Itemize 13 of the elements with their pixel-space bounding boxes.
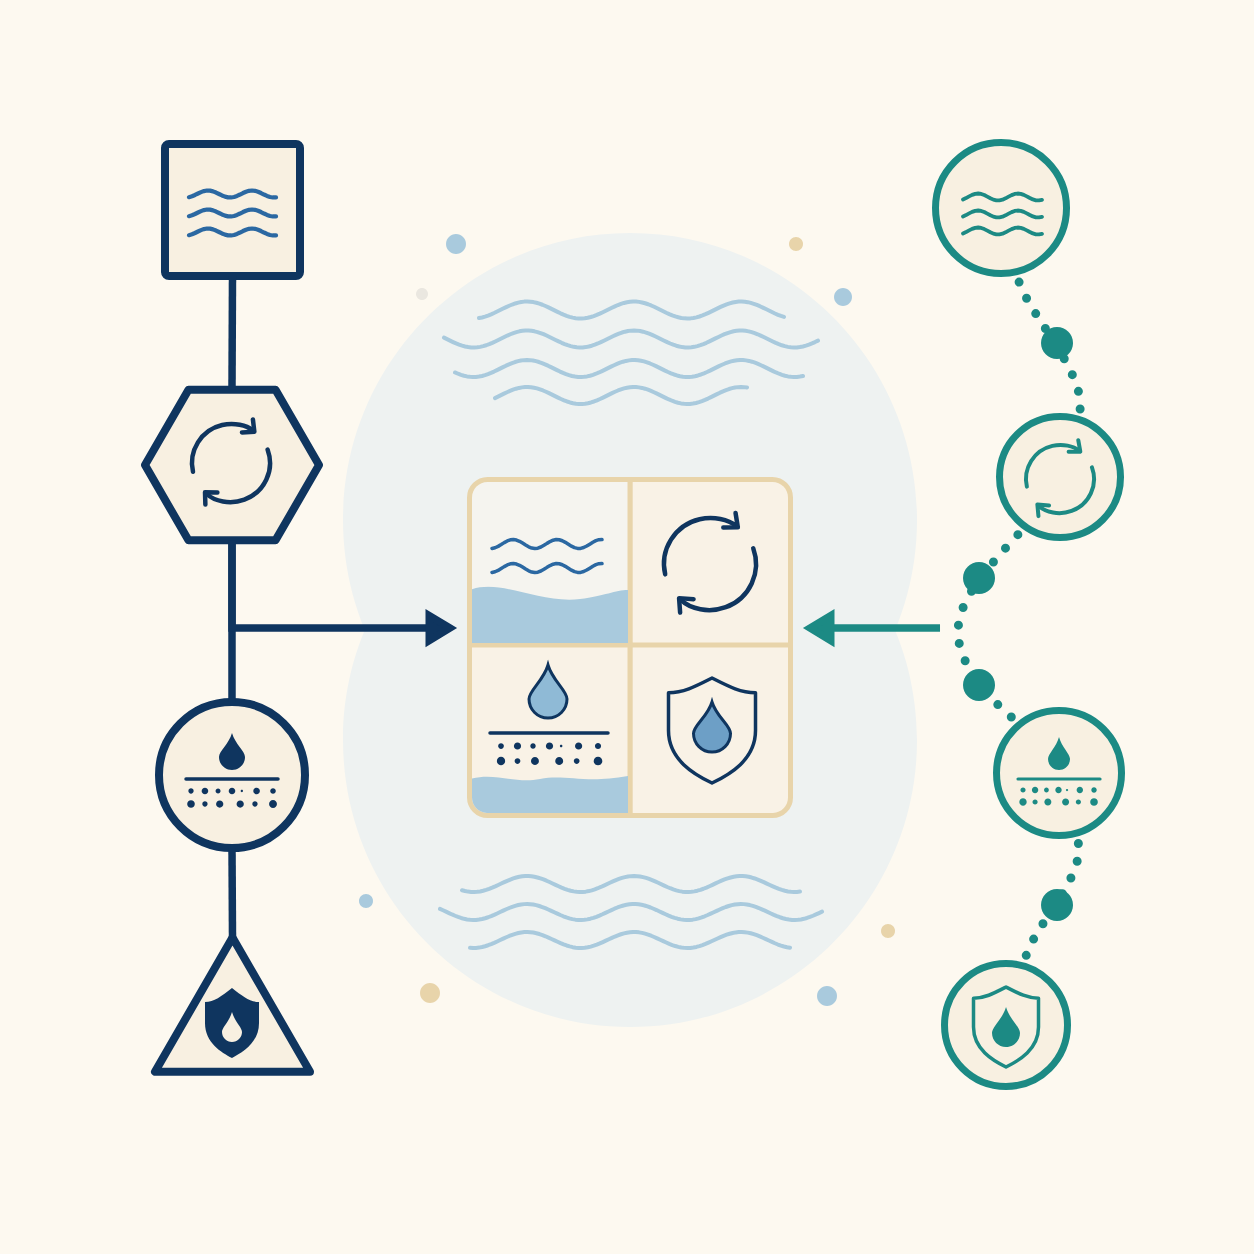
circle xyxy=(155,698,309,852)
circle xyxy=(941,960,1071,1090)
dotted-line xyxy=(1021,838,1083,960)
grid-cell xyxy=(472,482,628,643)
circle xyxy=(996,413,1124,541)
grid-cell xyxy=(632,482,788,643)
square-box xyxy=(161,140,304,280)
dotted-line xyxy=(1014,277,1085,414)
hexagon xyxy=(141,385,323,545)
dotted-line xyxy=(953,530,1023,722)
circle xyxy=(993,707,1125,839)
circle xyxy=(932,139,1070,277)
grid-cell xyxy=(472,647,628,813)
